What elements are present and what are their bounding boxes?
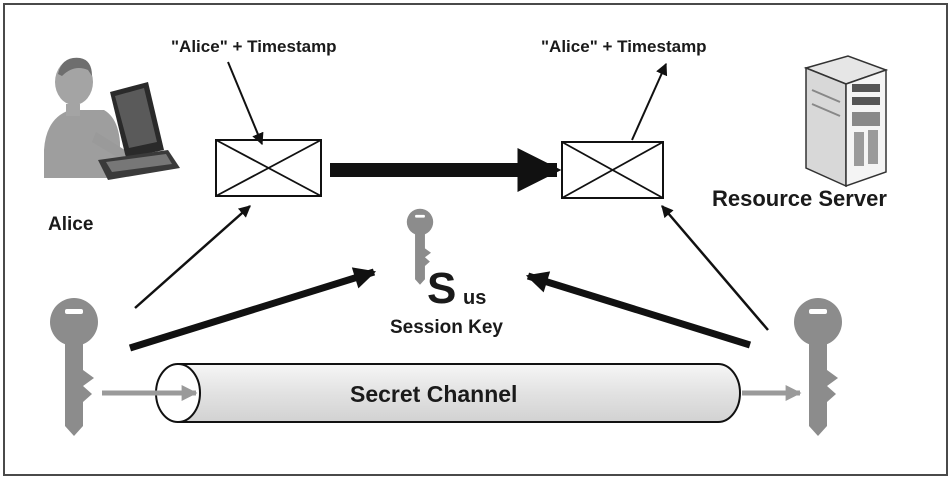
- secret-channel-label: Secret Channel: [350, 381, 517, 407]
- envelope-icon: [561, 141, 664, 199]
- session-key-subscript: us: [463, 287, 486, 309]
- envelope-to-label-arrow: [631, 62, 668, 141]
- alice-label: Alice: [48, 214, 93, 235]
- server-tower-icon: [803, 55, 889, 188]
- alice-laptop-icon: [44, 57, 180, 180]
- session-key-symbol: S: [427, 264, 456, 313]
- label-to-envelope-arrow: [227, 61, 264, 146]
- resource-server-label: Resource Server: [712, 186, 887, 211]
- envelope-icon: [215, 139, 322, 197]
- alice-timestamp-label-right: "Alice" + Timestamp: [541, 37, 707, 56]
- left-key-to-envelope-arrow: [134, 205, 251, 309]
- right-key-to-session-key-arrow: [525, 271, 752, 349]
- secret-channel-pipe: [155, 363, 741, 423]
- left-key-to-session-key-arrow: [128, 267, 377, 352]
- alice-timestamp-label-left: "Alice" + Timestamp: [171, 37, 337, 56]
- session-key-label: Session Key: [390, 317, 503, 338]
- right-key-to-envelope-arrow: [661, 205, 769, 331]
